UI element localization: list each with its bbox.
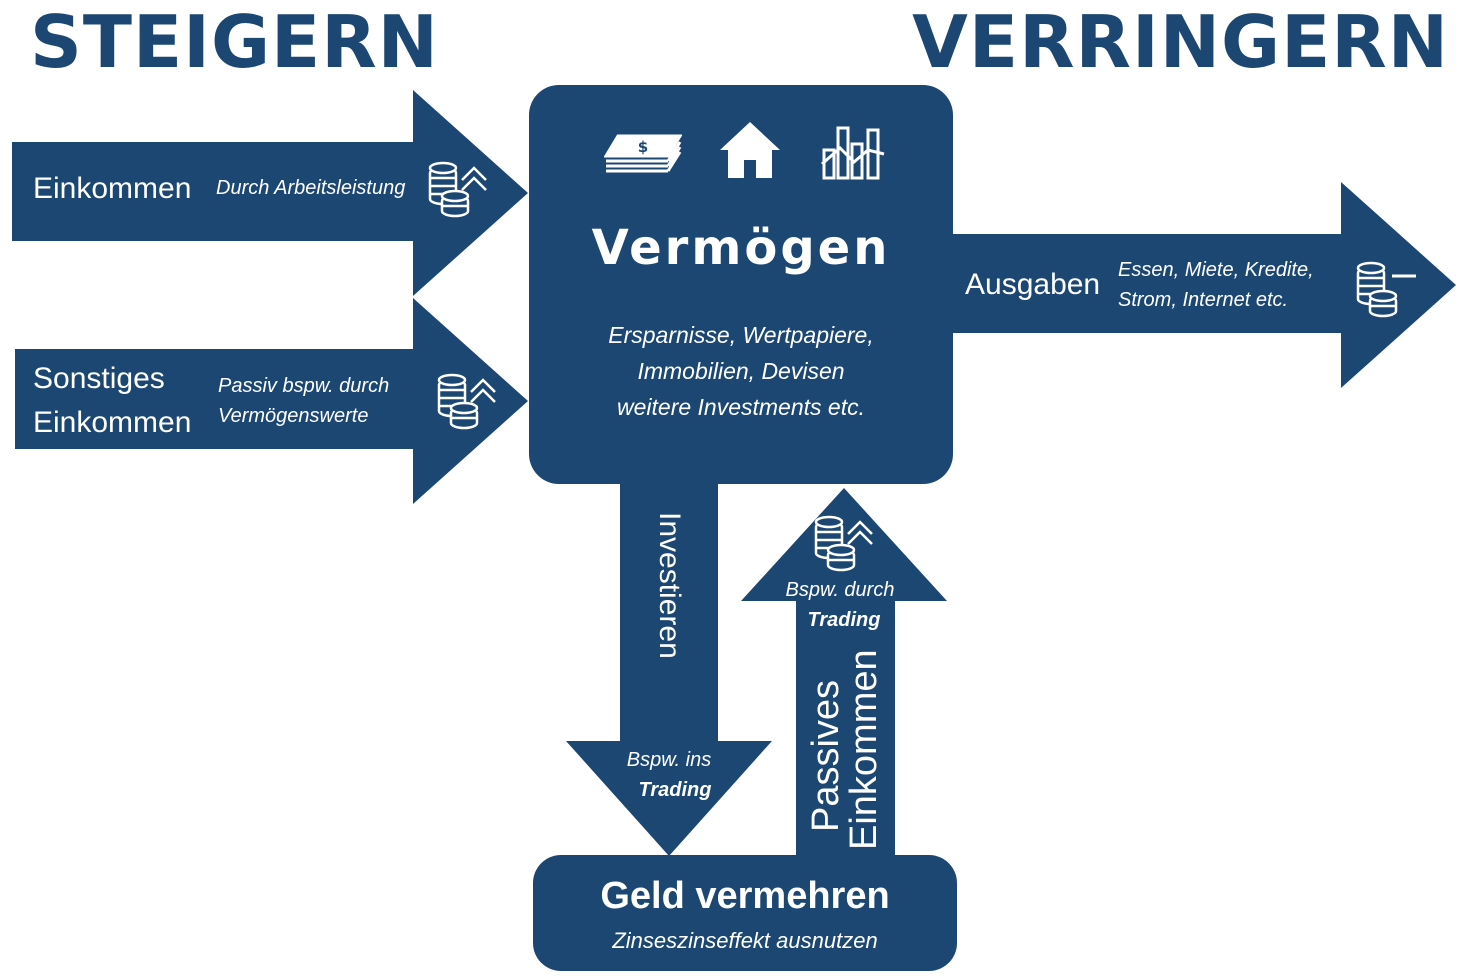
passive-label-line1: Passives [805,679,847,832]
heading-verringern: VERRINGERN [912,0,1449,84]
invest-note-line1: Bspw. ins [626,749,712,771]
geld-vermehren-subtitle: Zinseszinseffekt ausnutzen [612,928,878,953]
assets-box [529,85,953,484]
coins-up-icon [814,515,873,572]
income-note: Durch Arbeitsleistung [216,177,406,199]
passive-income-arrow [741,488,947,870]
money-stack-icon: $ [604,134,682,173]
other-income-note-line1: Passiv bspw. durch [218,375,390,397]
geld-vermehren-title: Geld vermehren [600,875,890,917]
passive-note-line1: Bspw. durch [785,579,895,601]
passive-note-line2: Trading [807,609,881,631]
income-arrow [12,90,528,296]
geld-vermehren-box [533,855,957,971]
passive-label-line2: Einkommen [843,649,885,850]
other-income-arrow [15,298,528,504]
other-income-label-line2: Einkommen [33,406,192,439]
expenses-label: Ausgaben [965,268,1101,301]
invest-label: Investieren [653,512,686,659]
heading-steigern: STEIGERN [30,0,439,84]
invest-arrow [566,470,772,856]
house-icon [720,122,780,178]
invest-note-line2: Trading [638,779,712,801]
assets-title: Vermögen [591,220,891,276]
coins-minus-icon [1356,261,1416,318]
bar-chart-icon [821,126,885,180]
svg-text:$: $ [638,138,648,156]
coins-up-icon [437,373,496,430]
assets-line3: weitere Investments etc. [617,394,865,420]
expenses-note-line1: Essen, Miete, Kredite, [1118,259,1314,281]
expenses-note-line2: Strom, Internet etc. [1118,289,1289,311]
coins-up-icon [428,161,487,218]
other-income-label-line1: Sonstiges [33,362,165,395]
income-label: Einkommen [33,172,192,205]
assets-line2: Immobilien, Devisen [637,358,845,384]
expenses-arrow [930,182,1456,388]
assets-line1: Ersparnisse, Wertpapiere, [608,322,874,348]
other-income-note-line2: Vermögenswerte [218,405,369,427]
